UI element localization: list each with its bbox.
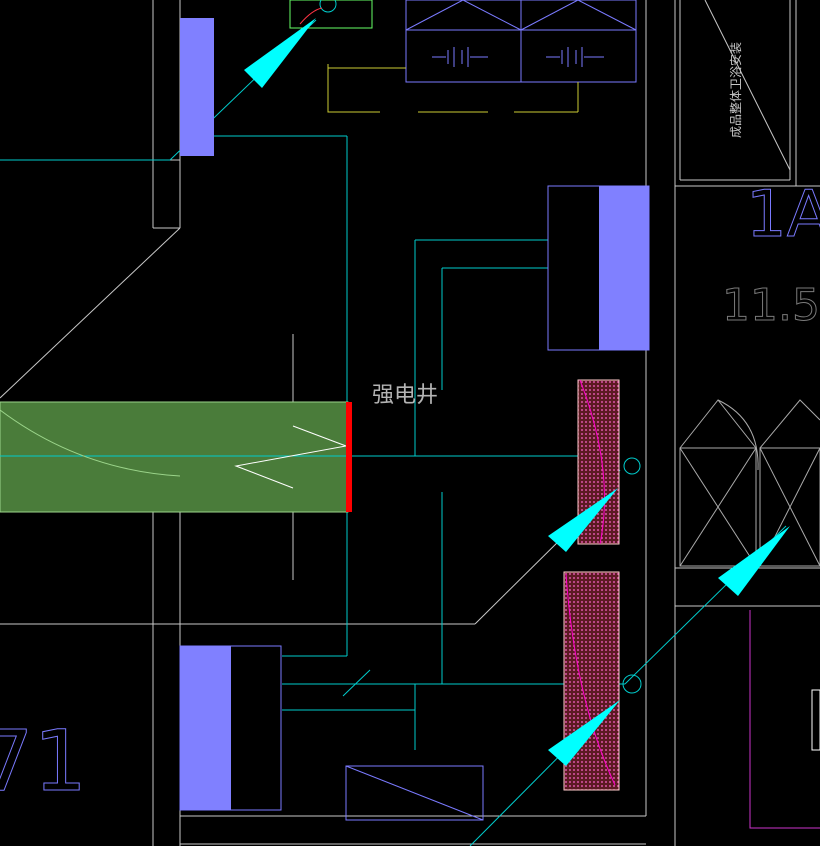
battery-panels — [405, 0, 637, 83]
cabinet-end-cap — [346, 402, 352, 512]
yellow-lines — [327, 64, 579, 113]
grid-mark: 1A — [746, 178, 820, 252]
arrow-icon — [548, 488, 618, 552]
note-label: 成品整体卫浴安装 — [728, 42, 743, 138]
left-mark: 71 — [0, 712, 87, 810]
junction-circles — [622, 457, 642, 694]
distribution-cabinet — [0, 401, 352, 513]
equipment-bottom-box — [345, 765, 484, 821]
edge-mark — [811, 689, 820, 751]
arrow-icon — [244, 18, 316, 88]
arrow-icon — [718, 526, 790, 596]
sensor-box-top — [289, 0, 373, 29]
equipment-top-left — [180, 18, 214, 156]
arrow-icon — [548, 700, 620, 766]
equipment-bottom-left — [180, 646, 231, 810]
shaft-label: 强电井 — [372, 383, 438, 408]
equipment-blocks — [179, 18, 650, 821]
window-units — [679, 399, 820, 567]
camera-arrows — [244, 18, 790, 766]
dimension-value: 11.55 — [722, 280, 820, 331]
magenta-boundary — [749, 610, 820, 829]
equipment-right — [599, 186, 649, 350]
